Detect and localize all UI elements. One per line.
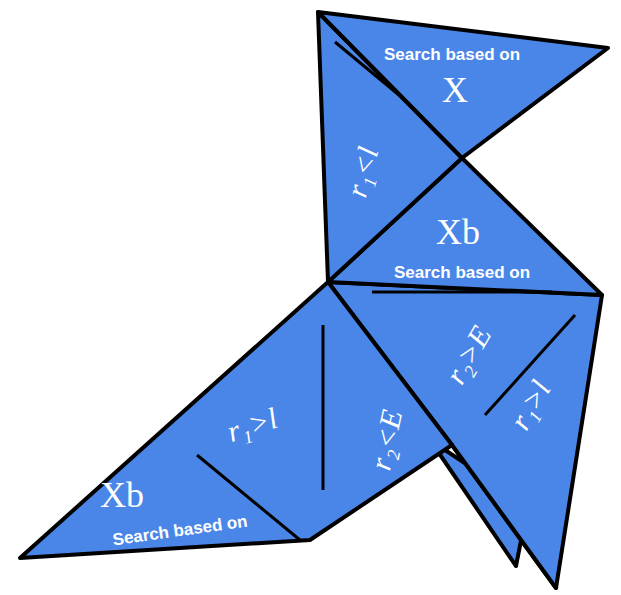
fold-label: Xb <box>100 477 144 513</box>
crease-line <box>372 291 552 294</box>
top-flap <box>318 12 608 158</box>
fold-label: Search based on <box>384 46 520 63</box>
fold-label: Search based on <box>394 264 530 281</box>
body-panel <box>20 282 452 558</box>
fold-label: X <box>442 72 468 108</box>
fold-label: Xb <box>436 214 480 250</box>
crease-line <box>322 325 325 490</box>
